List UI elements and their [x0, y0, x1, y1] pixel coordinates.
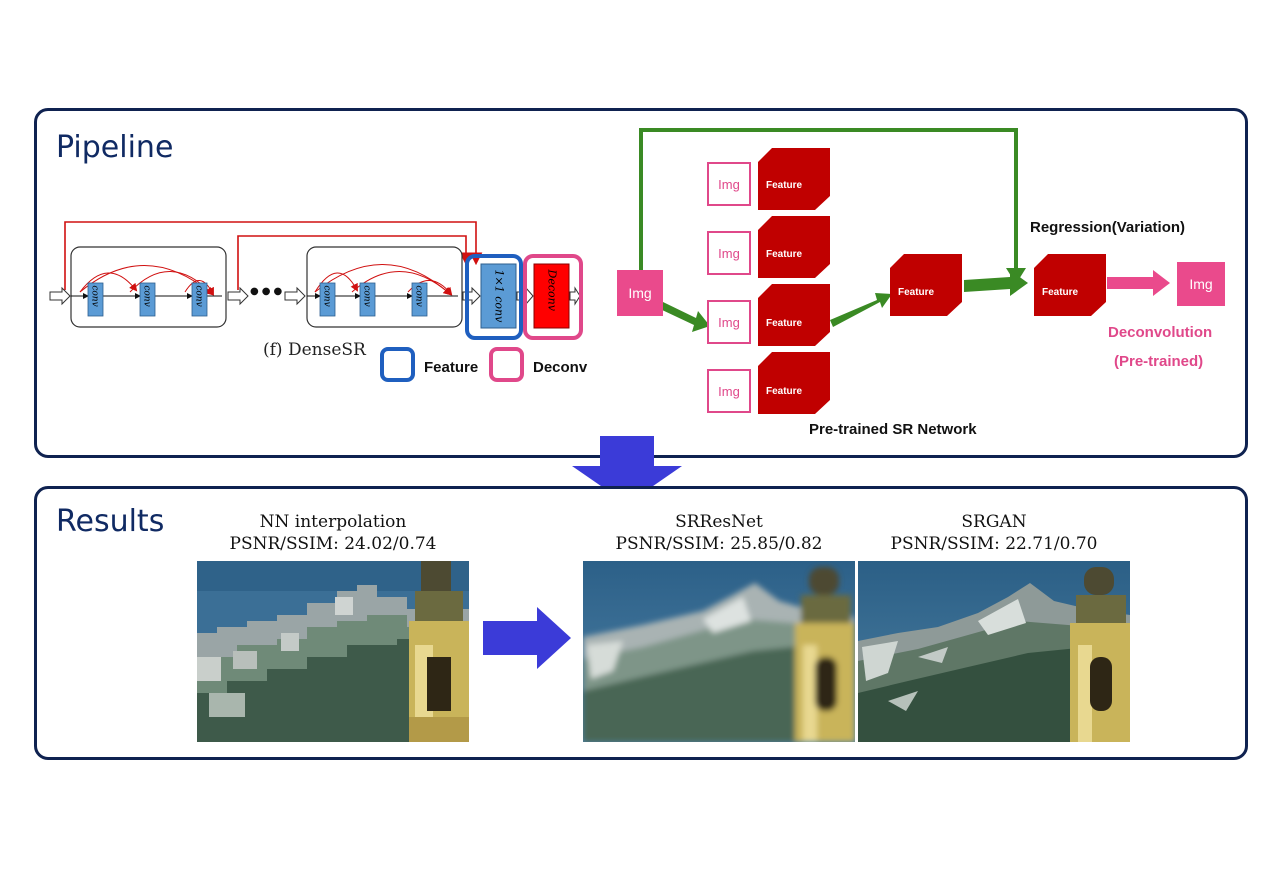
deconv-block: [533, 263, 570, 329]
ellipsis-dots: ●●●: [250, 286, 286, 297]
results-title: Results: [56, 504, 165, 539]
conv-layer: [359, 282, 376, 317]
stack-img-4: Img: [707, 369, 751, 413]
conv1x1-block: [480, 263, 517, 329]
stack-to-feature-arrow: [830, 293, 892, 327]
regression-label: Regression(Variation): [1030, 219, 1186, 236]
pipeline-title: Pipeline: [56, 130, 174, 165]
deconv-highlight: [523, 254, 583, 340]
feature-label: Feature: [766, 249, 803, 260]
deconv-out-arrow: [569, 286, 581, 306]
result-name: SRGAN: [961, 512, 1027, 532]
pretrained-network-label: Pre-trained SR Network: [809, 421, 977, 438]
conv-layer: [411, 282, 428, 317]
feature-label: Feature: [1042, 287, 1079, 298]
conv-layer: [319, 282, 336, 317]
result-image-nn: [197, 561, 469, 742]
result-caption-srgan: SRGAN PSNR/SSIM: 22.71/0.70: [858, 511, 1130, 555]
deconvolution-arrow: [1107, 270, 1170, 296]
result-metric: PSNR/SSIM: 25.85/0.82: [615, 534, 823, 554]
legend-feature-label: Feature: [424, 359, 479, 376]
skip-connection-2: [237, 235, 473, 290]
green-skip-line: [639, 128, 1018, 270]
feature-label: Feature: [766, 180, 803, 191]
feature-to-regression-arrow: [964, 270, 1028, 296]
legend-deconv-swatch: [489, 347, 524, 382]
down-arrow-icon: [572, 436, 682, 504]
block1-out-arrow: [227, 286, 249, 306]
feature-highlight: [465, 254, 523, 340]
pretrained-paren-label: (Pre-trained): [1114, 353, 1204, 370]
conv-layer: [139, 282, 156, 317]
stack-img-3: Img: [707, 300, 751, 344]
result-metric: PSNR/SSIM: 22.71/0.70: [890, 534, 1098, 554]
result-name: SRResNet: [675, 512, 763, 532]
feature-block-mid: [890, 254, 962, 316]
input-arrow: [49, 286, 71, 306]
result-metric: PSNR/SSIM: 24.02/0.74: [229, 534, 437, 554]
conv-layer: [87, 282, 104, 317]
output-img: Img: [1177, 262, 1225, 306]
conv-layer: [191, 282, 208, 317]
result-name: NN interpolation: [259, 512, 407, 532]
feature-block-stack-1: [758, 148, 830, 210]
feature-block-regression: [1034, 254, 1106, 316]
img-to-stack-arrow: [660, 302, 710, 332]
legend-feature-swatch: [380, 347, 415, 382]
skip-connection-1: [64, 221, 483, 290]
feature-block-stack-2: [758, 216, 830, 278]
feature-label: Feature: [766, 386, 803, 397]
input-img: Img: [617, 270, 663, 316]
result-image-srresnet: [583, 561, 855, 742]
deconvolution-label: Deconvolution: [1108, 324, 1213, 341]
result-caption-nn: NN interpolation PSNR/SSIM: 24.02/0.74: [197, 511, 469, 555]
feature-label: Feature: [766, 318, 803, 329]
block2-in-arrow: [284, 286, 306, 306]
feature-block-stack-4: [758, 352, 830, 414]
feature-label: Feature: [898, 287, 935, 298]
feature-block-stack-3: [758, 284, 830, 346]
legend-deconv-label: Deconv: [533, 359, 588, 376]
densesr-caption: (f) DenseSR: [263, 340, 366, 360]
result-caption-srresnet: SRResNet PSNR/SSIM: 25.85/0.82: [583, 511, 855, 555]
result-image-srgan: [858, 561, 1130, 742]
stack-img-2: Img: [707, 231, 751, 275]
arrow-right-icon: [483, 607, 571, 669]
stack-img-1: Img: [707, 162, 751, 206]
